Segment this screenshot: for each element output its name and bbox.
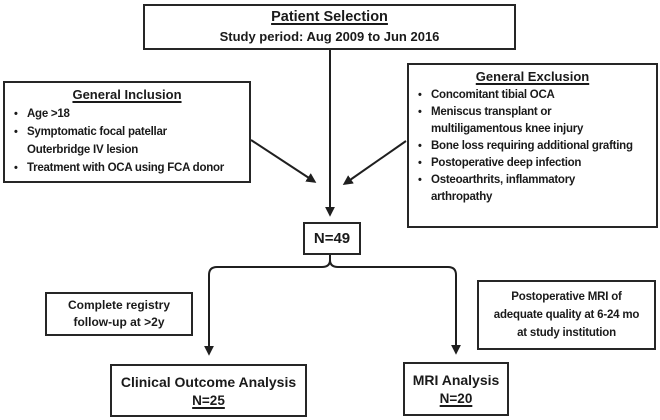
arrow-inclusion-to-n49 — [250, 139, 317, 183]
bullet-icon: • — [418, 174, 422, 186]
list-item: • Age >18 — [14, 105, 247, 123]
list-item: • Treatment with OCA using FCA donor — [14, 159, 247, 177]
list-item: • Concomitant tibial OCA — [418, 87, 654, 104]
patient-selection-title: Patient Selection — [271, 9, 388, 25]
arrow-exclusion-to-n49 — [342, 140, 407, 186]
bullet-icon: • — [14, 162, 18, 174]
clinical-outcome-analysis-box: Clinical Outcome Analysis N=25 — [110, 364, 307, 417]
list-item: • Osteoarthrits, inflammatory arthropath… — [418, 172, 654, 206]
general-inclusion-box: General Inclusion • Age >18 • Symptomati… — [3, 81, 251, 183]
n49-box: N=49 — [303, 222, 361, 255]
bullet-icon: • — [418, 140, 422, 152]
n49-label: N=49 — [313, 230, 351, 247]
bullet-icon: • — [14, 108, 18, 120]
postop-mri-note: Postoperative MRI of adequate quality at… — [477, 280, 656, 350]
arrow-n49-to-mri — [329, 254, 461, 355]
bullet-icon: • — [418, 157, 422, 169]
clinical-outcome-n: N=25 — [192, 392, 225, 408]
clinical-outcome-title: Clinical Outcome Analysis — [120, 373, 297, 390]
study-period-text: Study period: Aug 2009 to Jun 2016 — [219, 29, 440, 44]
general-inclusion-title: General Inclusion — [72, 87, 182, 102]
list-item: • Bone loss requiring additional graftin… — [418, 138, 654, 155]
mri-analysis-box: MRI Analysis N=20 — [403, 362, 509, 416]
mri-analysis-n: N=20 — [439, 391, 473, 406]
registry-followup-note: Complete registry follow-up at >2y — [45, 292, 193, 336]
inclusion-criteria-list: • Age >18 • Symptomatic focal patellar O… — [5, 105, 249, 177]
bullet-icon: • — [418, 89, 422, 101]
bullet-icon: • — [418, 106, 422, 118]
general-exclusion-box: General Exclusion • Concomitant tibial O… — [407, 63, 658, 228]
list-item: • Meniscus transplant or multiligamentou… — [418, 104, 654, 138]
mri-analysis-title: MRI Analysis — [412, 372, 500, 388]
patient-selection-box: Patient Selection Study period: Aug 2009… — [143, 4, 516, 50]
list-item: • Postoperative deep infection — [418, 155, 654, 172]
general-exclusion-title: General Exclusion — [475, 69, 590, 84]
list-item: • Symptomatic focal patellar Outerbridge… — [14, 123, 247, 159]
arrow-n49-to-clinical — [204, 254, 331, 356]
bullet-icon: • — [14, 126, 18, 138]
exclusion-criteria-list: • Concomitant tibial OCA • Meniscus tran… — [409, 87, 656, 206]
